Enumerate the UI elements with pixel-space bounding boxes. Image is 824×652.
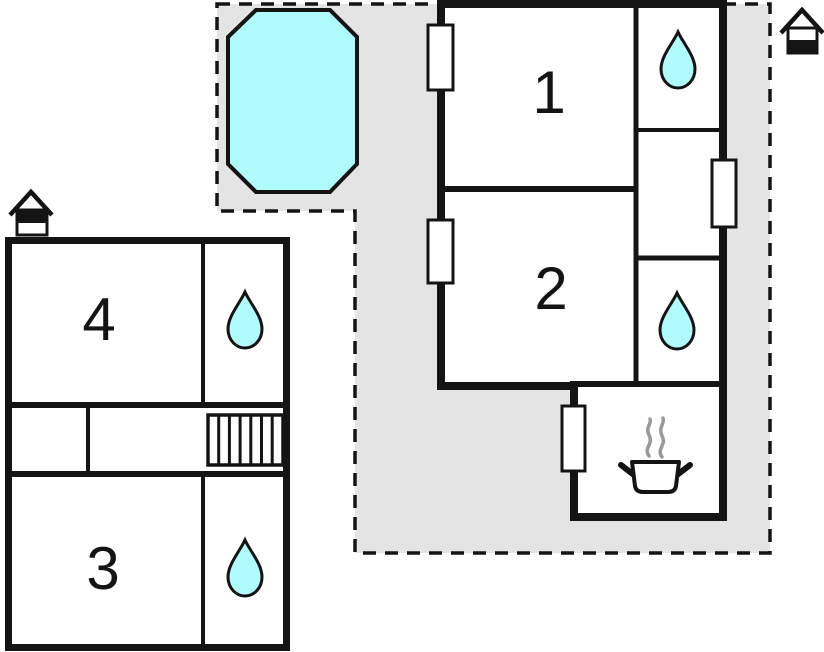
water-drop-icon (658, 289, 696, 351)
room-4-label: 4 (82, 286, 115, 353)
steam-icon (658, 416, 666, 459)
water-drop-icon (659, 28, 697, 90)
right-building-outline (437, 0, 727, 521)
room-3-label: 3 (86, 535, 119, 602)
swimming-pool-icon (226, 8, 359, 194)
water-drop-icon (226, 536, 264, 598)
house-ground-floor-icon (779, 6, 824, 55)
right-building: 1 2 (426, 0, 738, 521)
steam-icon (645, 417, 653, 458)
cooking-pot-icon (618, 416, 693, 494)
window-icon (426, 23, 455, 92)
left-building: 4 3 (5, 237, 290, 651)
pot-body (630, 460, 681, 494)
water-drop-icon (226, 288, 264, 350)
staircase-icon (206, 413, 285, 467)
window-icon (426, 218, 455, 285)
house-upper-floor-icon (8, 188, 54, 237)
window-icon (560, 404, 587, 473)
room-1-label: 1 (532, 59, 565, 126)
room-2-label: 2 (534, 255, 567, 322)
window-icon (710, 158, 738, 229)
